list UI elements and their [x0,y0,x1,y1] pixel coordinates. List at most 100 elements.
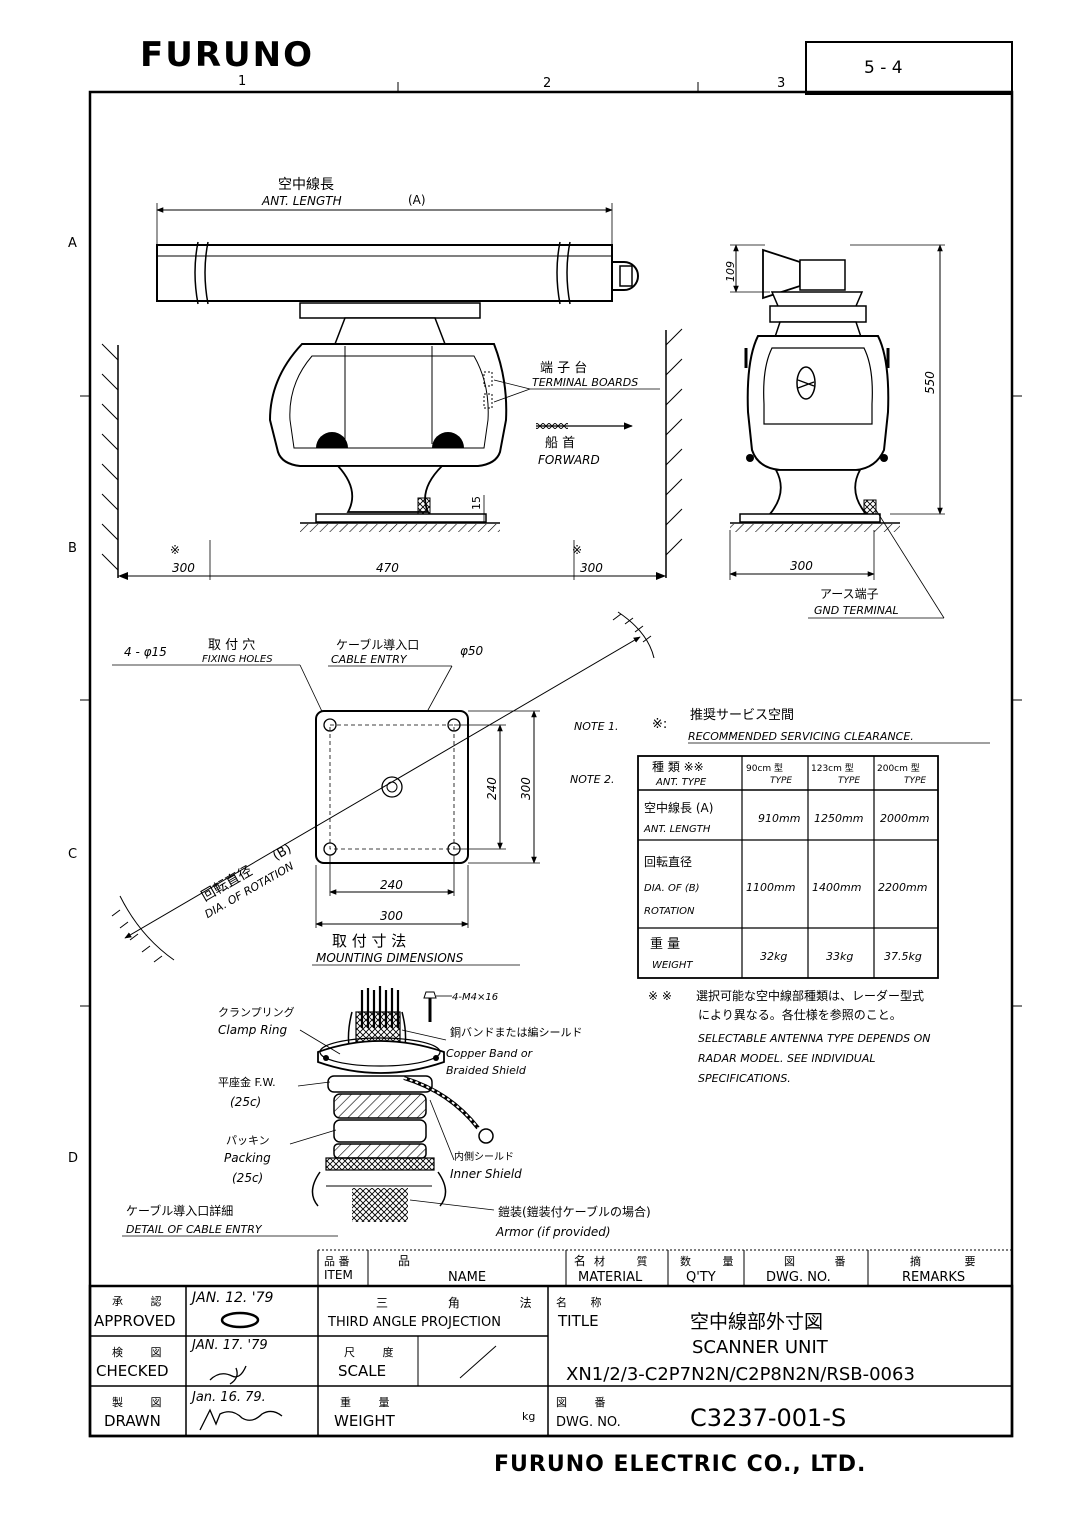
mounting-plate [315,710,469,864]
row3-v3: 37.5kg [884,950,922,963]
note1-label: NOTE 1. [574,720,619,733]
clamp-ring-jp: クランプリング [218,1005,295,1019]
holes-en: FIXING HOLES [202,654,273,665]
weight-jp: 重 量 [340,1395,402,1409]
title-label-jp: 名 称 [556,1295,612,1309]
ant-length-jp: 空中線長 [278,177,334,193]
clearance-mark-right: ※ [572,543,582,557]
parts-remarks-en: REMARKS [902,1270,965,1285]
footnote-en1: SELECTABLE ANTENNA TYPE DEPENDS ON [698,1032,931,1045]
scale-jp: 尺 度 [344,1345,406,1359]
flat-washer-size: (25c) [230,1095,261,1109]
row3-en: WEIGHT [652,960,693,971]
row2-en: DIA. OF (B) [644,883,700,894]
zone-row-a: A [68,236,77,251]
ant-length-en: ANT. LENGTH [261,194,342,208]
ant-type-table: 種 類 ※※ ANT. TYPE 90cm 型 TYPE 123cm 型 TYP… [637,755,939,979]
dim-left-300: 300 [172,561,195,575]
col1-en: TYPE [770,776,792,786]
packing-en: Packing [224,1151,271,1165]
clamp-ring-en: Clamp Ring [218,1023,287,1037]
row3-jp: 重 量 [650,936,680,952]
weight-en: WEIGHT [334,1412,396,1430]
drawn-en: DRAWN [104,1412,161,1430]
terminal-boards-en: TERMINAL BOARDS [532,376,638,389]
rotation-diameter-line [124,636,641,939]
parts-name-jp: 品 名 [398,1253,666,1268]
row1-en: ANT. LENGTH [643,824,711,835]
company-name: FURUNO ELECTRIC CO., LTD. [494,1452,866,1477]
mount-dim-300-h: 300 [380,909,403,923]
parts-name-en: NAME [448,1270,486,1285]
dim-15: 15 [470,496,483,510]
holes-count: 4 - φ15 [124,645,167,659]
page-number: 5 - 4 [864,58,903,78]
drawn-date: Jan. 16. 79. [189,1390,266,1405]
mount-dim-300-v: 300 [519,777,533,800]
note1-mark: ※: [652,717,667,732]
mounting-title-jp: 取 付 寸 法 [332,932,406,950]
footnote-en3: SPECIFICATIONS. [698,1072,791,1085]
parts-material-jp: 材 質 [594,1254,662,1268]
scale-en: SCALE [338,1362,386,1380]
approved-jp: 承 認 [112,1294,174,1308]
note1-jp: 推奨サービス空間 [690,708,794,723]
table-header-en: ANT. TYPE [655,777,707,788]
packing-jp: パッキン [226,1134,270,1147]
armor-jp: 鎧装(鎧装付ケーブルの場合) [498,1204,651,1219]
table-header-jp: 種 類 ※※ [652,760,704,774]
forward-en: FORWARD [538,453,600,467]
row2-v2: 1400mm [812,881,861,894]
flat-washer-jp: 平座金 F.W. [218,1075,276,1089]
row2-v3: 2200mm [878,881,927,894]
copper-band-en1: Copper Band or [446,1047,534,1060]
row2-en2: ROTATION [644,906,695,917]
bolt-label: 4-M4×16 [452,992,498,1003]
forward-jp: 船 首 [545,436,575,451]
row1-v1: 910mm [758,812,800,825]
checked-en: CHECKED [96,1362,169,1380]
cable-detail-title-en: DETAIL OF CABLE ENTRY [126,1223,263,1236]
note1-en: RECOMMENDED SERVICING CLEARANCE. [688,730,914,743]
dwgno-en: DWG. NO. [556,1415,621,1430]
approved-date: JAN. 12. '79 [189,1290,274,1306]
parts-remarks-jp: 摘 要 [910,1254,996,1268]
parts-item-jp: 品 番 [324,1255,350,1268]
drawn-jp: 製 図 [112,1395,174,1409]
parts-dwg-en: DWG. NO. [766,1270,831,1285]
side-dim-300: 300 [790,559,813,573]
holes-jp: 取 付 穴 [208,638,255,653]
checked-date: JAN. 17. '79 [189,1338,268,1353]
packing-size: (25c) [232,1171,263,1185]
mount-dim-240-v: 240 [485,777,499,800]
cable-entry-dia: φ50 [460,644,484,658]
drawing-title-jp: 空中線部外寸図 [690,1311,823,1333]
col2-jp: 123cm 型 [811,763,854,774]
col2-en: TYPE [838,776,860,786]
furuno-logo: FURUNO [140,35,314,75]
projection-jp: 三 角 法 [376,1296,560,1310]
weight-unit: kg [522,1410,535,1423]
row3-v1: 32kg [760,950,787,963]
approved-en: APPROVED [94,1312,176,1330]
page-number-box [805,41,1013,95]
parts-list-header: 品 番 ITEM 品 名 NAME 材 質 MATERIAL 数 量 Q'TY … [317,1249,1012,1285]
col3-jp: 200cm 型 [877,763,920,774]
title-block: 承 認 APPROVED JAN. 12. '79 検 図 CHECKED JA… [88,1284,1014,1438]
row1-jp: 空中線長 (A) [644,800,713,815]
row1-v3: 2000mm [880,812,929,825]
mount-dim-240-h: 240 [380,878,403,892]
zone-row-d: D [68,1151,78,1166]
row2-jp: 回転直径 [644,855,692,869]
approved-signature [220,1311,260,1329]
terminal-boards-jp: 端 子 台 [540,361,587,376]
front-view: 空中線長 ANT. LENGTH (A) 15 [101,177,683,580]
dim-right-300: 300 [580,561,603,575]
armor-en: Armor (if provided) [495,1225,611,1239]
inner-shield-jp: 内側シールド [454,1150,514,1163]
parts-qty-en: Q'TY [686,1270,716,1285]
drawing-title-en: SCANNER UNIT [692,1337,829,1358]
side-dim-109: 109 [724,261,737,282]
zone-col-3: 3 [777,76,785,91]
